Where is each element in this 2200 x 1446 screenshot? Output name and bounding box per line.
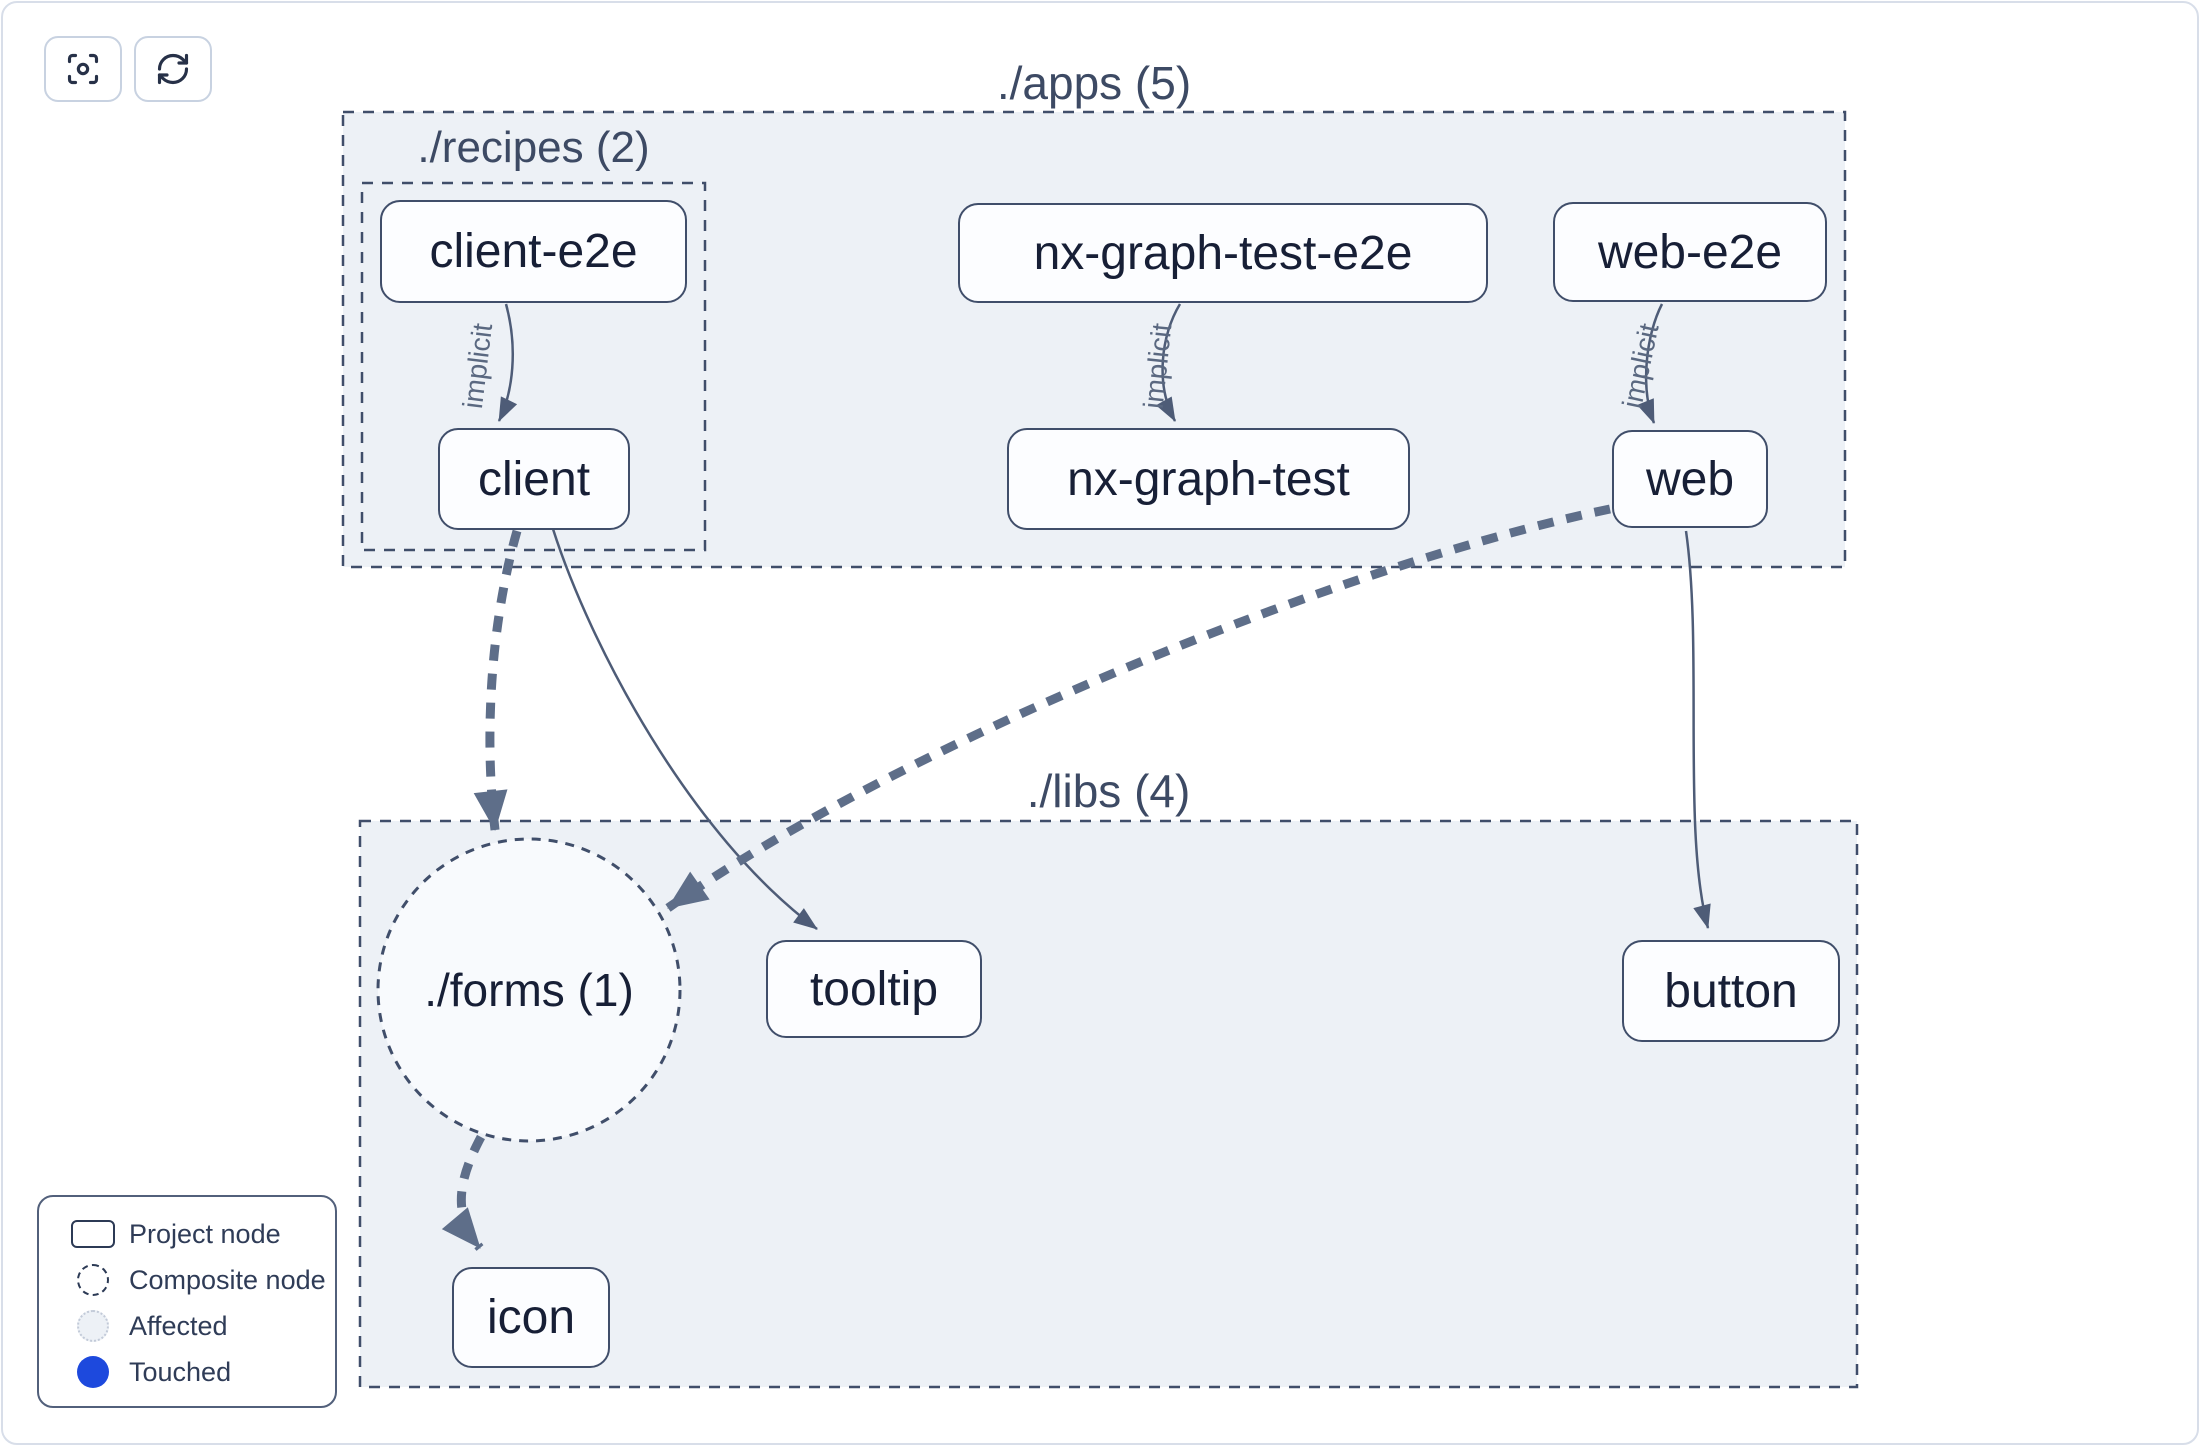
edge-forms-to-icon [441, 1134, 485, 1251]
composite-node-forms-circle[interactable] [376, 837, 682, 1143]
group-title-libs: ./libs (4) [1026, 765, 1191, 817]
edge-web-to-button [1684, 530, 1711, 929]
legend-item-composite-node: Composite node [57, 1257, 335, 1303]
project-node-nx-graph-test-e2e[interactable]: nx-graph-test-e2e [958, 203, 1488, 303]
focus-button[interactable] [44, 36, 122, 102]
group-title-apps: ./apps (5) [996, 57, 1192, 109]
legend-item-touched: Touched [57, 1349, 335, 1395]
refresh-icon [155, 51, 191, 87]
affected-symbol [57, 1310, 129, 1342]
focus-icon [65, 51, 101, 87]
project-node-client-e2e[interactable]: client-e2e [380, 200, 687, 303]
legend-label: Affected [129, 1310, 228, 1341]
edge-client-e2e-to-client [497, 303, 518, 422]
node-label: tooltip [809, 962, 939, 1016]
composite-node-symbol [57, 1264, 129, 1296]
node-label: button [1664, 964, 1798, 1018]
project-node-tooltip[interactable]: tooltip [766, 940, 982, 1038]
composite-node-forms[interactable]: ./forms (1) [379, 960, 679, 1020]
node-label: icon [486, 1291, 576, 1344]
group-container-recipes [360, 181, 707, 552]
legend-item-project-node: Project node [57, 1211, 335, 1257]
edge-client-to-forms [473, 529, 522, 831]
group-title-recipes: ./recipes (2) [417, 123, 650, 172]
legend: Project node Composite node Affected Tou… [37, 1195, 337, 1408]
project-node-client[interactable]: client [438, 428, 630, 530]
project-node-button[interactable]: button [1622, 940, 1840, 1042]
project-node-web[interactable]: web [1612, 430, 1768, 528]
node-label: nx-graph-test-e2e [1033, 226, 1413, 280]
legend-label: Project node [129, 1218, 281, 1249]
touched-symbol [57, 1356, 129, 1388]
node-label: client [477, 452, 591, 506]
composite-node-label: ./forms (1) [424, 964, 634, 1016]
project-node-web-e2e[interactable]: web-e2e [1553, 202, 1827, 302]
node-label: client-e2e [429, 225, 638, 278]
refresh-button[interactable] [134, 36, 212, 102]
legend-label: Touched [129, 1356, 232, 1387]
node-label: web [1645, 452, 1735, 506]
node-label: nx-graph-test [1067, 452, 1350, 506]
legend-label: Composite node [129, 1264, 326, 1295]
edge-web-e2e-to-web [1637, 303, 1664, 424]
project-node-icon[interactable]: icon [452, 1267, 610, 1368]
project-node-nx-graph-test[interactable]: nx-graph-test [1007, 428, 1410, 530]
project-node-symbol [57, 1220, 129, 1248]
edge-client-to-tooltip [551, 528, 818, 931]
legend-item-affected: Affected [57, 1303, 335, 1349]
edge-nx-graph-test-e2e-to-nx-graph-test [1155, 303, 1182, 422]
node-label: web-e2e [1597, 225, 1783, 279]
